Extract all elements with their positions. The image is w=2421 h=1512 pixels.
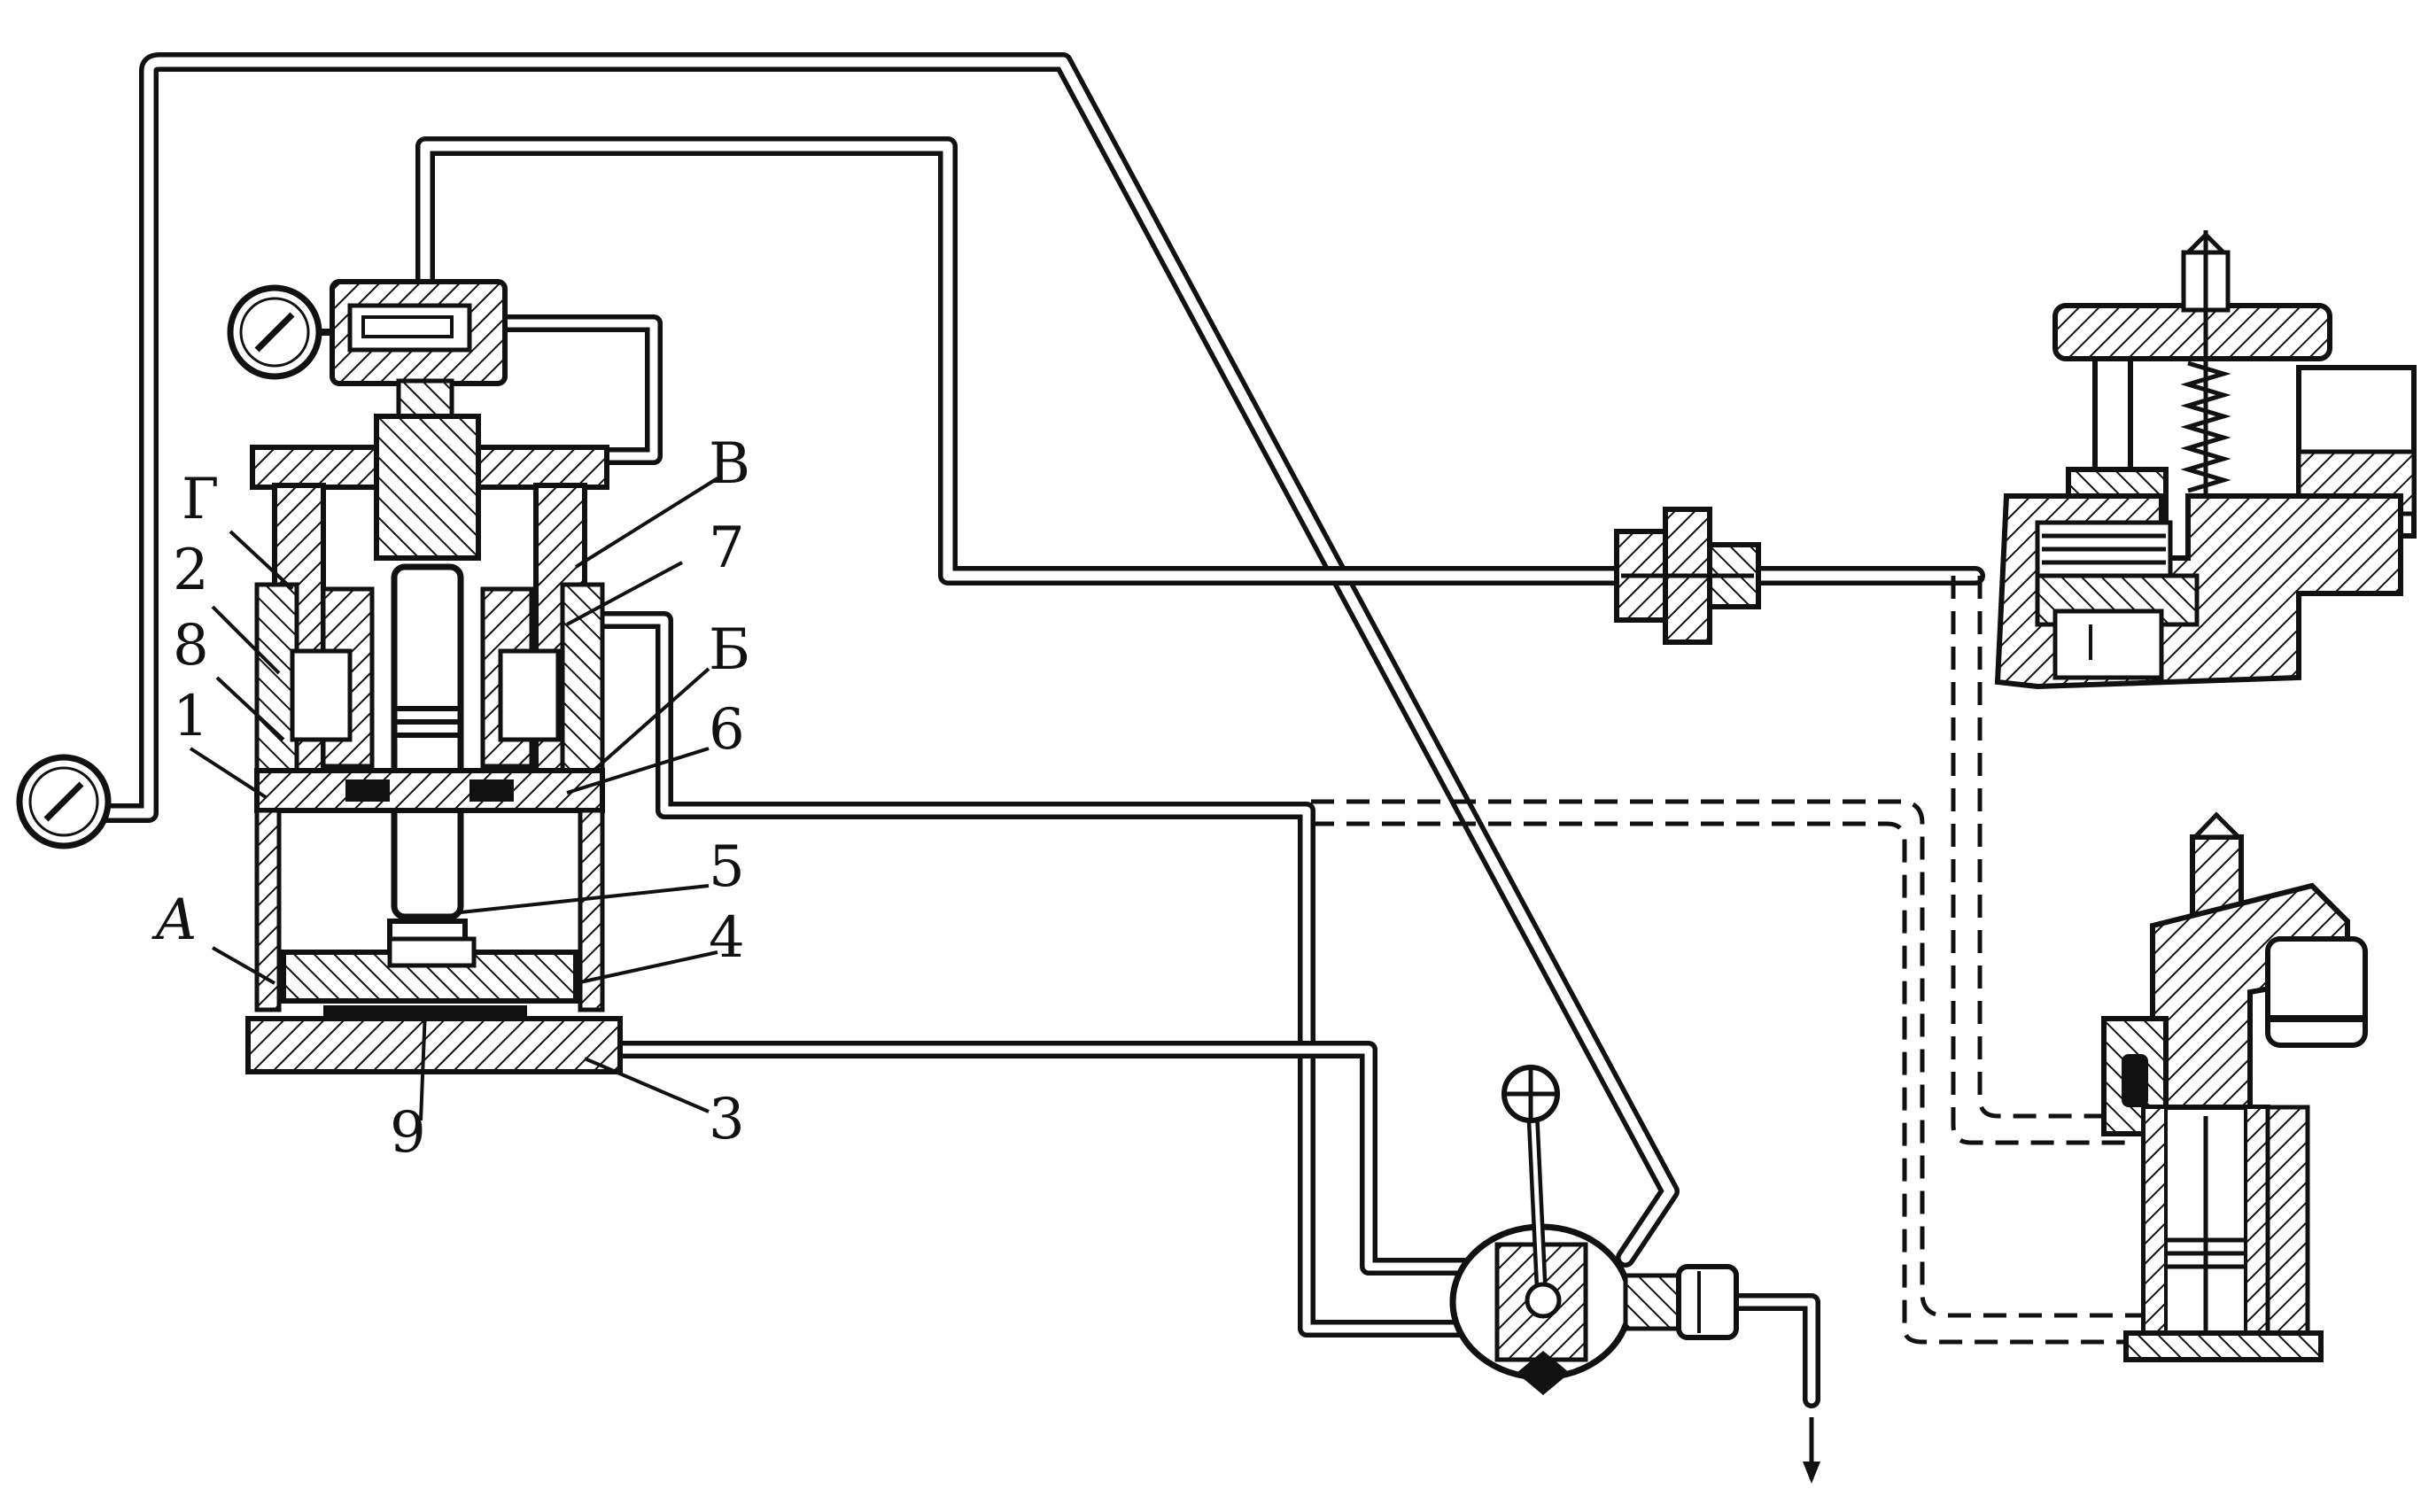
- bottom-pipe: [532, 1041, 1479, 1276]
- label-7: 7: [709, 516, 745, 581]
- exhaust-pipe: [1710, 1293, 1820, 1408]
- piston-2: [290, 586, 561, 769]
- middle-plate: [254, 768, 605, 813]
- pipelines: [97, 52, 1985, 1408]
- label-6: 6: [709, 697, 745, 763]
- gauge-left-icon: [16, 754, 112, 849]
- label-1: 1: [173, 684, 209, 749]
- main-valve-unit: [227, 279, 623, 1074]
- central-spool: [374, 414, 481, 955]
- pilot-block: [330, 279, 508, 432]
- label-8: 8: [173, 613, 209, 678]
- leader-lines: [189, 477, 719, 1121]
- label-g: Г: [182, 467, 219, 532]
- lower-right-cylinder: [2101, 811, 2368, 1362]
- label-a: А: [151, 888, 198, 953]
- gauge-top-icon: [227, 284, 335, 380]
- labels: Г В 2 7 8 Б 1 6 5 А 4 9 3: [151, 431, 750, 1166]
- label-9: 9: [390, 1100, 426, 1166]
- chamber-b-loop: [540, 611, 1484, 1338]
- bypass-loop: [487, 314, 663, 465]
- label-3: 3: [709, 1087, 745, 1152]
- label-b: Б: [709, 617, 750, 683]
- clamp-mechanism: [1994, 230, 2417, 690]
- lower-cylinder: [245, 808, 623, 1074]
- label-5: 5: [709, 834, 745, 900]
- hand-distributor: [1449, 1065, 1739, 1395]
- supply-pipe-outer: [97, 52, 1680, 1268]
- exhaust-arrow: [1803, 1417, 1820, 1484]
- label-4: 4: [709, 905, 745, 971]
- label-v: В: [709, 431, 750, 497]
- pilot-pipe: [415, 136, 1985, 585]
- inline-connector: [1614, 507, 1761, 645]
- dashed-return-lines: [1311, 576, 2144, 1345]
- label-2: 2: [173, 538, 209, 603]
